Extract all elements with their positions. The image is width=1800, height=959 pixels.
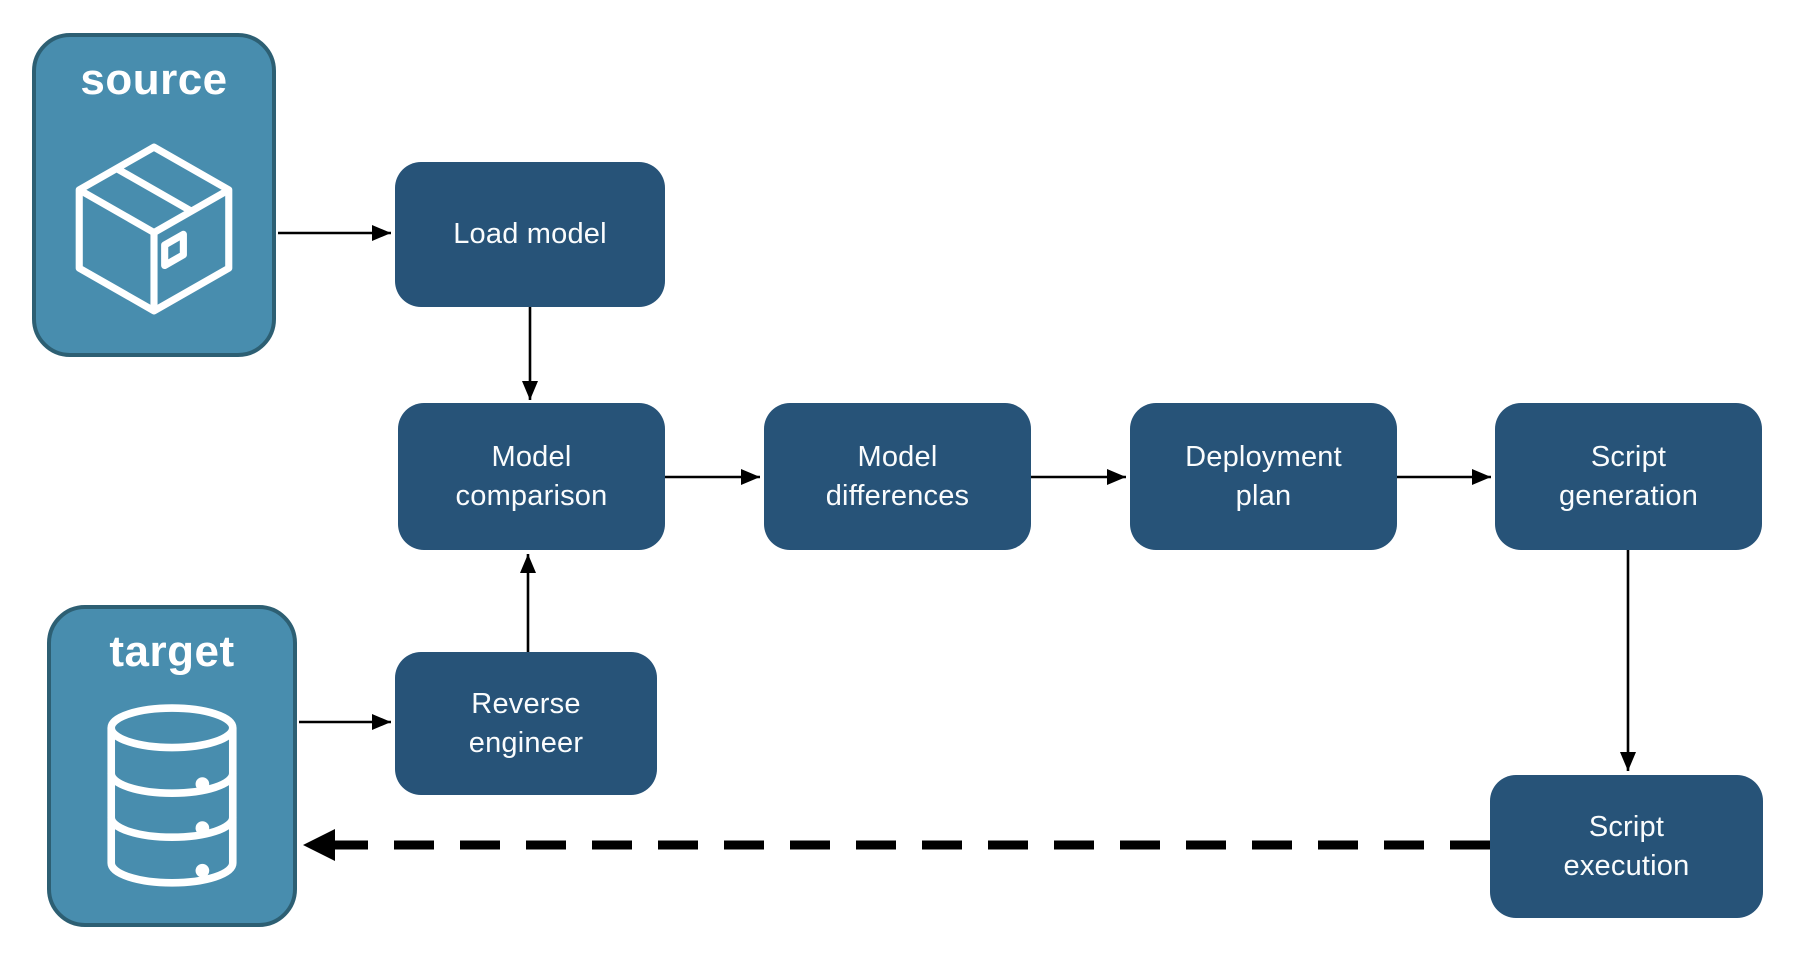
source-store: source — [32, 33, 276, 357]
node-script-execution: Script execution — [1490, 775, 1763, 918]
node-deployment-plan: Deployment plan — [1130, 403, 1397, 550]
node-script-generation: Script generation — [1495, 403, 1762, 550]
node-reverse-engineer: Reverse engineer — [395, 652, 657, 795]
target-store: target — [47, 605, 297, 927]
database-icon — [96, 677, 248, 923]
source-store-label: source — [80, 55, 228, 104]
node-model-comparison: Model comparison — [398, 403, 665, 550]
node-load-model: Load model — [395, 162, 665, 307]
target-store-label: target — [109, 627, 235, 676]
package-icon — [65, 105, 243, 353]
node-model-differences: Model differences — [764, 403, 1031, 550]
